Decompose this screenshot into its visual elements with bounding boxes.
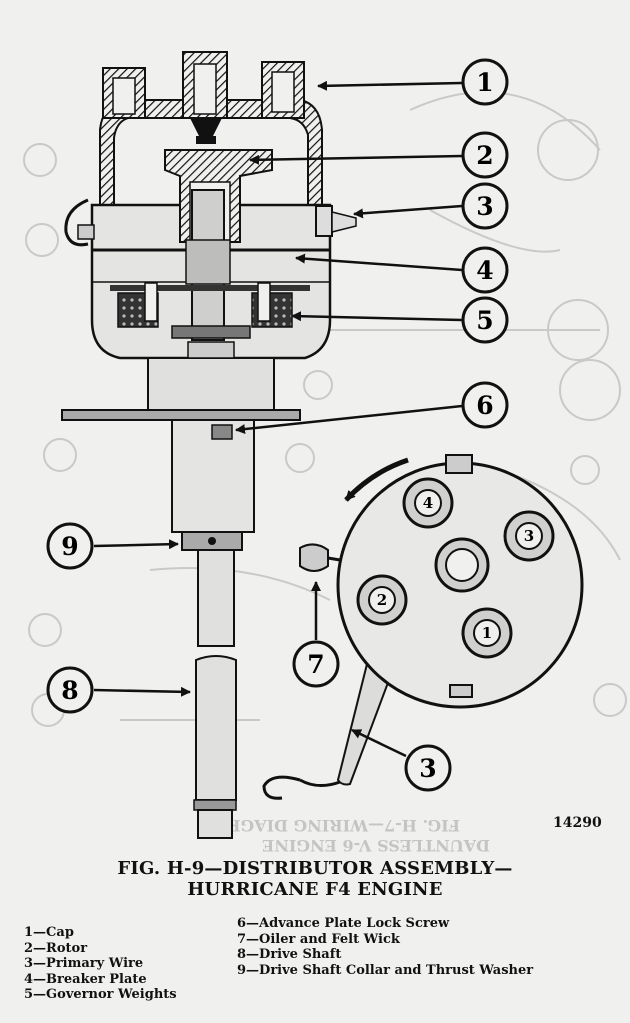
callout-3-bottom-label: 3 [419, 754, 436, 783]
callout-7-label: 7 [307, 650, 324, 679]
legend-item: 1—Cap [24, 925, 74, 940]
legend-item: 7—Oiler and Felt Wick [237, 931, 400, 947]
callout-2-label: 2 [476, 141, 493, 170]
legend-item: 6—Advance Plate Lock Screw [237, 916, 450, 931]
leader-lines [93, 80, 463, 758]
caption-line-1: FIG. H-9—DISTRIBUTOR ASSEMBLY— [117, 858, 513, 879]
callout-1-label: 1 [476, 68, 493, 97]
figure-number: 14290 [553, 815, 602, 831]
callout-5: 5 [461, 296, 509, 344]
mounting-plate-and-shaft [61, 409, 301, 839]
caption-line-2: HURRICANE F4 ENGINE [187, 879, 443, 900]
terminal-2-label: 2 [377, 591, 387, 609]
callout-5-label: 5 [476, 306, 493, 335]
callout-7: 7 [292, 640, 340, 688]
callout-3-bottom: 3 [404, 744, 452, 792]
terminal-4-label: 4 [423, 494, 433, 512]
legend-right-column: 6—Advance Plate Lock Screw 7—Oiler and F… [237, 916, 533, 978]
callout-1: 1 [461, 58, 509, 106]
legend-item: 8—Drive Shaft [237, 947, 342, 963]
legend-item: 2—Rotor [24, 940, 88, 956]
legend-item: 4—Breaker Plate [24, 971, 147, 987]
callout-6: 6 [461, 381, 509, 429]
terminal-3-label: 3 [524, 527, 534, 545]
figure-caption: FIG. H-9—DISTRIBUTOR ASSEMBLY— HURRICANE… [0, 858, 630, 900]
callout-2: 2 [461, 131, 509, 179]
callout-4: 4 [461, 246, 509, 294]
legend-item: 9—Drive Shaft Collar and Thrust Washer [237, 962, 534, 978]
callout-3-top: 3 [461, 182, 509, 230]
distributor-cap [99, 51, 323, 206]
callout-8-label: 8 [61, 676, 78, 705]
callout-6-label: 6 [476, 391, 493, 420]
callout-8: 8 [46, 666, 94, 714]
callout-9: 9 [46, 522, 94, 570]
callout-9-label: 9 [61, 532, 78, 561]
cap-top-view [262, 454, 584, 800]
svg-text:DAUNTLESS V-6 ENGINE: DAUNTLESS V-6 ENGINE [262, 836, 490, 855]
terminal-1-label: 1 [482, 624, 492, 642]
bleed-through-background: FIG. H-7—WIRING DIAGRAM DAUNTLESS V-6 EN… [23, 91, 627, 855]
legend-item: 5—Governor Weights [24, 987, 177, 1003]
distributor-housing [64, 149, 357, 411]
callout-3-top-label: 3 [476, 192, 493, 221]
callout-4-label: 4 [476, 256, 493, 285]
legend-item: 3—Primary Wire [24, 956, 144, 972]
svg-text:FIG. H-7—WIRING DIAGRAM: FIG. H-7—WIRING DIAGRAM [197, 816, 460, 835]
legend-left-column: 1—Cap 2—Rotor 3—Primary Wire 4—Breaker P… [24, 925, 177, 1003]
